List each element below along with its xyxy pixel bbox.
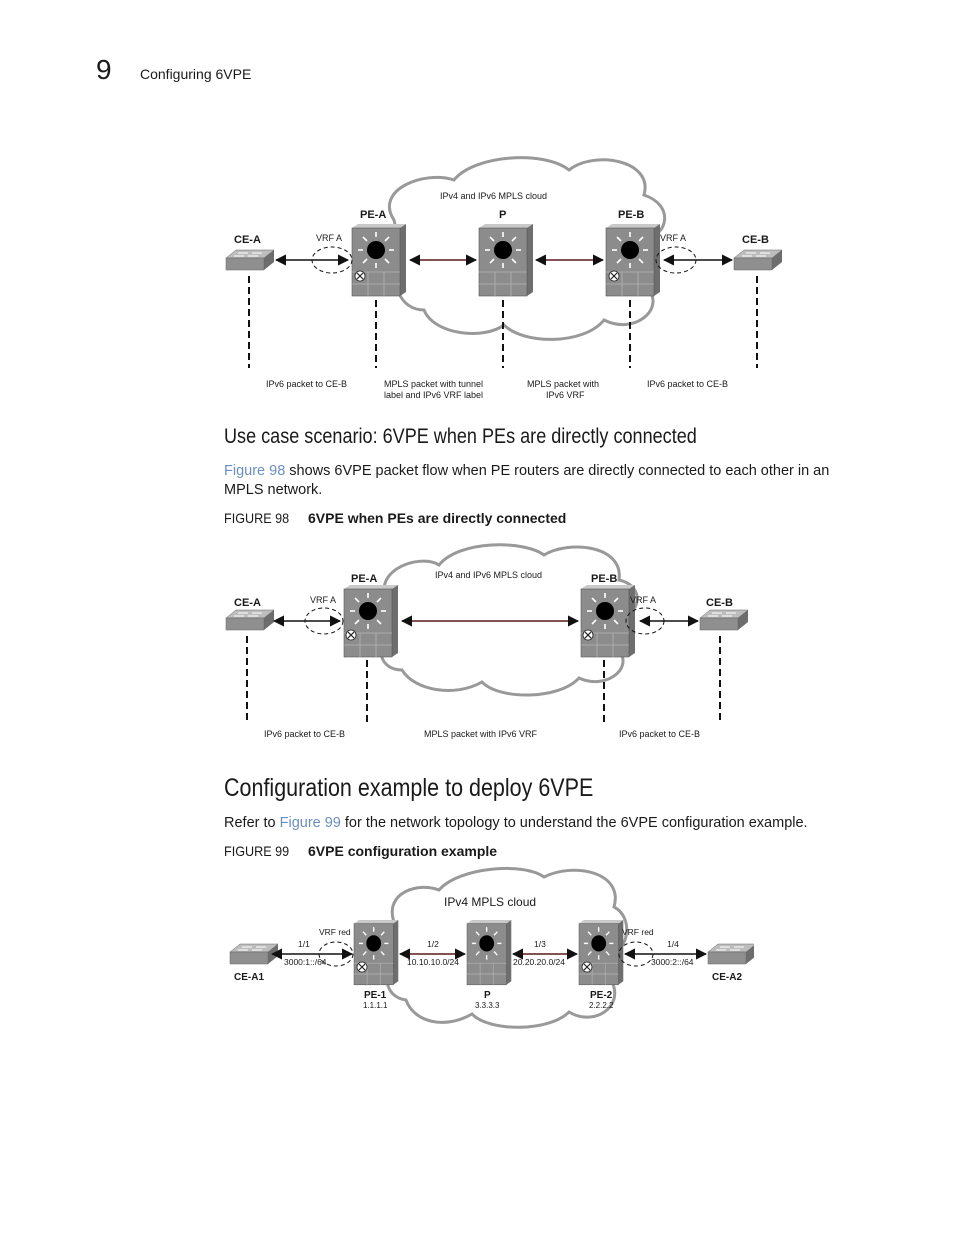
figure-caption: FIGURE 99 6VPE configuration example <box>224 843 497 859</box>
caption-title: 6VPE configuration example <box>308 843 498 859</box>
caption-title: 6VPE when PEs are directly connected <box>308 510 567 526</box>
figure-top: IPv4 and IPv6 MPLS cloud CE-A CE-B PE-A … <box>224 150 794 410</box>
ce-a1-switch-icon <box>229 943 279 965</box>
pe-1-label: PE-1 <box>364 990 387 1001</box>
pe-b-x-icon <box>608 270 620 282</box>
figure-caption: FIGURE 98 6VPE when PEs are directly conn… <box>224 510 566 526</box>
cloud-label: IPv4 MPLS cloud <box>444 895 536 909</box>
p-router-icon <box>466 919 512 986</box>
caption-label: FIGURE 98 <box>224 510 290 526</box>
port-label: 1/1 <box>298 939 310 949</box>
p-ip: 3.3.3.3 <box>475 1001 500 1010</box>
vrf-right-label: VRF A <box>630 595 656 605</box>
pe-b-x-icon <box>582 629 594 641</box>
ce-a1-label: CE-A1 <box>234 972 264 983</box>
cloud-label: IPv4 and IPv6 MPLS cloud <box>440 191 547 201</box>
pe-b-router-icon <box>580 584 636 658</box>
pe-a-label: PE-A <box>360 209 386 221</box>
subnet-label: 20.20.20.0/24 <box>513 957 565 967</box>
paragraph: Refer to Figure 99 for the network topol… <box>224 815 808 831</box>
packet-label: MPLS packet with IPv6 VRF <box>424 729 538 739</box>
cloud-label: IPv4 and IPv6 MPLS cloud <box>435 570 542 580</box>
pe-b-router-icon <box>605 223 661 297</box>
caption-label: FIGURE 99 <box>224 843 290 859</box>
packet-label: IPv6 packet to CE-B <box>647 379 728 389</box>
vrf-right-label: VRF A <box>660 233 686 243</box>
pe-b-label: PE-B <box>618 209 644 221</box>
port-label: 1/4 <box>667 939 679 949</box>
pe-a-label: PE-A <box>351 573 377 585</box>
pe-a-router-icon <box>351 223 407 297</box>
chapter-title: Configuring 6VPE <box>140 66 252 82</box>
pe-2-router-icon <box>578 919 625 986</box>
figure-link[interactable]: Figure 99 <box>279 815 341 831</box>
ce-b-label: CE-B <box>706 597 733 609</box>
ce-a-label: CE-A <box>234 234 261 246</box>
pe-1-ip: 1.1.1.1 <box>363 1001 388 1010</box>
figure-link[interactable]: Figure 98 <box>224 463 286 479</box>
p-label: P <box>499 209 506 221</box>
ce-a2-switch-icon <box>707 943 757 965</box>
figure-99: IPv4 MPLS cloud CE-A1 CE-A2 PE-1 1.1.1.1… <box>224 862 757 1037</box>
port-label: 1/2 <box>427 939 439 949</box>
packet-label: IPv6 VRF <box>546 390 585 400</box>
ce-a-label: CE-A <box>234 597 261 609</box>
figure-98: IPv4 and IPv6 MPLS cloud CE-A CE-B PE-A … <box>224 540 754 750</box>
pe-2-label: PE-2 <box>590 990 613 1001</box>
p-router-icon <box>478 223 534 297</box>
subnet-label: 3000:2::/64 <box>651 957 694 967</box>
pe-1-x-icon <box>356 961 368 973</box>
subnet-label: 10.10.10.0/24 <box>407 957 459 967</box>
vrf-left-label: VRF A <box>310 595 336 605</box>
packet-label: MPLS packet with <box>527 379 599 389</box>
p-label: P <box>484 990 491 1001</box>
section-heading: Use case scenario: 6VPE when PEs are dir… <box>224 425 697 448</box>
pe-a-router-icon <box>343 584 399 658</box>
pe-1-router-icon <box>353 919 399 986</box>
chapter-number: 9 <box>96 54 112 85</box>
port-label: 1/3 <box>534 939 546 949</box>
subnet-label: 3000:1::/64 <box>284 957 327 967</box>
section-heading: Configuration example to deploy 6VPE <box>224 774 594 802</box>
vrf-left-label: VRF A <box>316 233 342 243</box>
ce-a-switch-icon <box>225 609 275 631</box>
packet-label: label and IPv6 VRF label <box>384 390 483 400</box>
ce-a2-label: CE-A2 <box>712 972 742 983</box>
pe-2-x-icon <box>581 961 593 973</box>
packet-label: IPv6 packet to CE-B <box>619 729 700 739</box>
ce-a-switch-icon <box>225 249 275 271</box>
pe-a-x-icon <box>354 270 366 282</box>
packet-label: IPv6 packet to CE-B <box>266 379 347 389</box>
pe-2-ip: 2.2.2.2 <box>589 1001 614 1010</box>
ce-b-switch-icon <box>733 249 783 271</box>
packet-label: MPLS packet with tunnel <box>384 379 483 389</box>
ce-b-switch-icon <box>699 609 749 631</box>
pe-a-x-icon <box>345 629 357 641</box>
vrf-right-label: VRF red <box>622 927 654 937</box>
packet-label: IPv6 packet to CE-B <box>264 729 345 739</box>
vrf-left-label: VRF red <box>319 927 351 937</box>
paragraph: Figure 98 shows 6VPE packet flow when PE… <box>224 463 830 498</box>
ce-b-label: CE-B <box>742 234 769 246</box>
pe-b-label: PE-B <box>591 573 617 585</box>
